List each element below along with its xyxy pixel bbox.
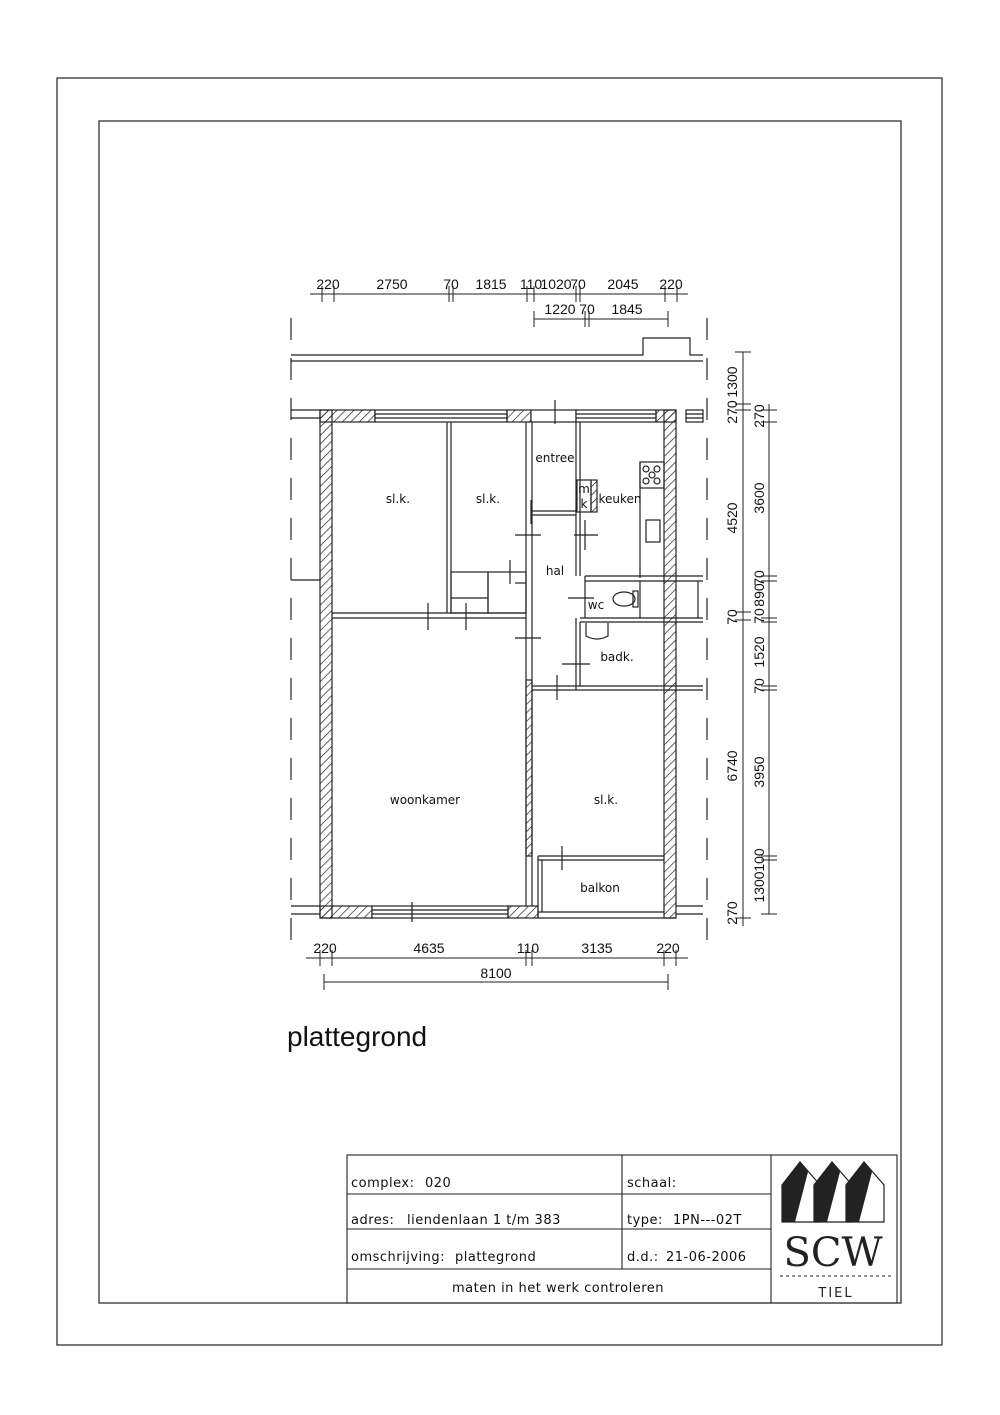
dd-value: 21-06-2006 (666, 1250, 747, 1265)
dim-right-inner-label: 100 (751, 848, 767, 872)
house-icon-group (781, 1161, 885, 1223)
dim-top-label: 220 (316, 276, 340, 292)
roof-outline (291, 337, 703, 356)
dim-right-outer-label: 70 (724, 609, 740, 625)
dim-right-outer-label: 1300 (724, 366, 740, 397)
dim-right-inner-label: 3950 (751, 756, 767, 787)
dim-right-inner-label: 270 (751, 404, 767, 428)
page-title: plattegrond (287, 1021, 427, 1052)
room-label-keuken: keuken (598, 492, 641, 506)
room-labels: sl.k. sl.k. entree m k keuken hal wc bad… (386, 451, 642, 895)
wall-west (319, 409, 333, 919)
room-label-badk: badk. (600, 650, 633, 664)
dim-right-inner-label: 70 (751, 570, 767, 586)
dim-top2-label: 1220 (544, 301, 575, 317)
room-label-balkon: balkon (580, 881, 620, 895)
wall-east (663, 409, 677, 919)
dim-bottom-total: 8100 (480, 965, 511, 981)
outer-sheet-border (56, 77, 943, 1346)
dim-top-label: 220 (659, 276, 683, 292)
dim-right-inner-label: 1300 (751, 871, 767, 902)
room-label-entree: entree (535, 451, 574, 465)
dim-right-inner-label: 890 (751, 583, 767, 607)
dim-top-label: 1020 (540, 276, 571, 292)
complex-value: 020 (425, 1176, 451, 1191)
room-label-slk-3: sl.k. (594, 793, 618, 807)
title-block-footer: maten in het werk controleren (452, 1281, 664, 1296)
dim-bottom-label: 4635 (413, 940, 444, 956)
dim-top-label: 1815 (475, 276, 506, 292)
dim-top-label: 2045 (607, 276, 638, 292)
dim-top-label: 2750 (376, 276, 407, 292)
logo-sub: TIEL (817, 1286, 853, 1301)
type-value: 1PN---02T (673, 1213, 742, 1228)
room-label-slk-2: sl.k. (476, 492, 500, 506)
title-block (346, 1154, 898, 1304)
dim-bottom-label: 3135 (581, 940, 612, 956)
dim-top2-label: 70 (579, 301, 595, 317)
logo-text: SCW (783, 1230, 882, 1276)
scw-logo: SCW TIEL (780, 1161, 892, 1301)
dim-right-outer-label: 4520 (724, 502, 740, 533)
adres-value: liendenlaan 1 t/m 383 (407, 1213, 561, 1228)
dim-right-inner-label: 3600 (751, 482, 767, 513)
dimension-lines (306, 286, 777, 990)
dim-right-inner-label: 70 (751, 608, 767, 624)
dim-right-inner-label: 70 (751, 678, 767, 694)
dim-bottom-label: 220 (313, 940, 337, 956)
type-label: type: (627, 1213, 663, 1228)
dim-top-label: 70 (443, 276, 459, 292)
inner-sheet-border (98, 120, 902, 1304)
room-label-slk-1: sl.k. (386, 492, 410, 506)
complex-label: complex: (351, 1176, 414, 1191)
omschrijving-label: omschrijving: (351, 1250, 445, 1265)
room-label-woonkamer: woonkamer (390, 793, 460, 807)
dim-top-label: 110 (520, 276, 543, 292)
dim-right-outer-label: 6740 (724, 750, 740, 781)
omschrijving-value: plattegrond (455, 1250, 536, 1265)
room-label-wc: wc (588, 598, 604, 612)
dd-label: d.d.: (627, 1250, 659, 1265)
room-label-m: m (578, 482, 590, 496)
room-label-hal: hal (546, 564, 564, 578)
adres-label: adres: (351, 1213, 394, 1228)
dim-right-outer-label: 270 (724, 400, 740, 424)
dim-top-label: 70 (570, 276, 586, 292)
dim-bottom-label: 220 (656, 940, 680, 956)
walls (290, 318, 708, 940)
dim-bottom-label: 110 (517, 940, 540, 956)
room-label-k: k (581, 497, 588, 511)
dim-right-inner-label: 1520 (751, 636, 767, 667)
schaal-label: schaal: (627, 1176, 677, 1191)
dim-top2-label: 1845 (611, 301, 642, 317)
dim-right-outer-label: 270 (724, 901, 740, 925)
